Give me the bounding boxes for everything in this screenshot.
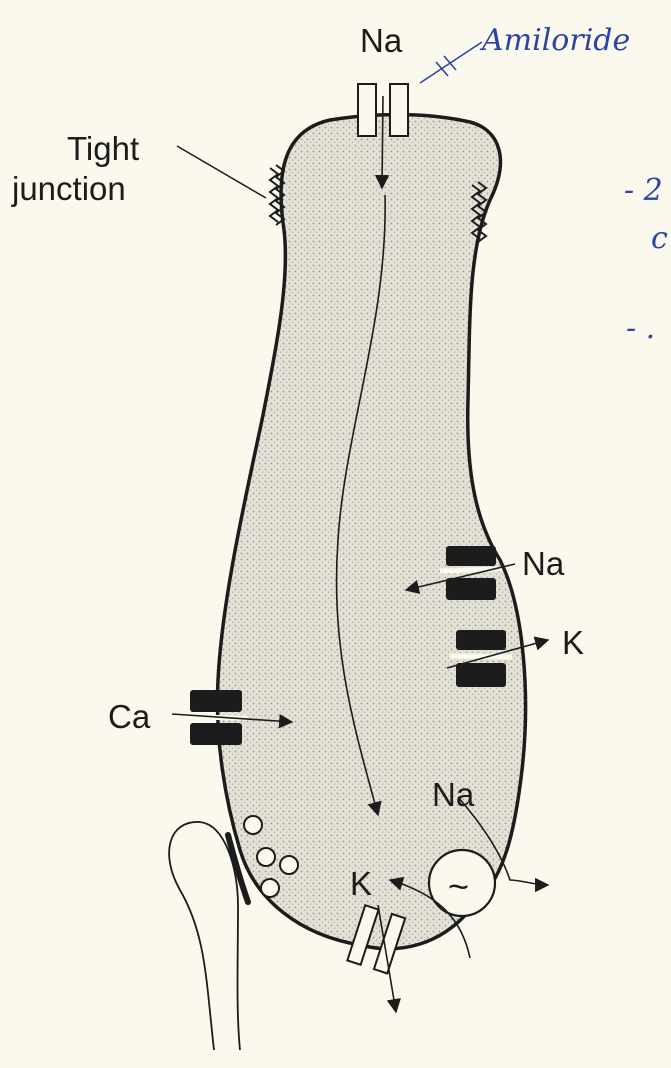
handwritten-note-1: - 2 bbox=[624, 173, 663, 208]
basolateral-k-channel bbox=[447, 630, 548, 687]
pump-symbol: ~ bbox=[448, 866, 469, 907]
handwritten-note-2: - . bbox=[626, 311, 655, 346]
label-na-pump: Na bbox=[432, 776, 475, 813]
label-na-right: Na bbox=[522, 545, 565, 582]
tight-junction-leader bbox=[177, 146, 266, 198]
label-ca-left: Ca bbox=[108, 698, 151, 735]
label-na-top: Na bbox=[360, 22, 403, 59]
label-tight-junction-line2: junction bbox=[11, 170, 126, 207]
handwritten-note-1b: c bbox=[651, 221, 668, 256]
label-tight-junction-line1: Tight bbox=[67, 130, 139, 167]
afferent-nerve-terminal bbox=[169, 822, 240, 1050]
label-k-right: K bbox=[562, 624, 584, 661]
amiloride-block bbox=[420, 42, 482, 83]
annotation-amiloride: Amiloride bbox=[479, 23, 630, 58]
label-k-pump: K bbox=[350, 865, 372, 902]
